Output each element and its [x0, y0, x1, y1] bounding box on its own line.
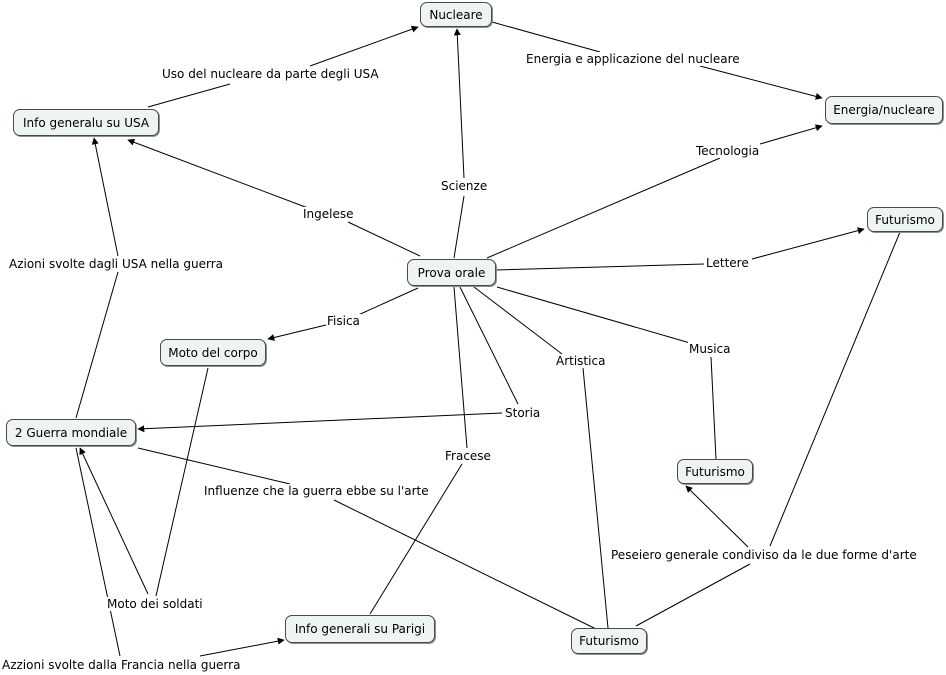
link-guerra-azioni-francia — [75, 447, 121, 657]
node-futurismo-lettere[interactable]: Futurismo — [867, 207, 943, 232]
link-ingelese-usa — [127, 138, 309, 209]
label-storia: Storia — [504, 406, 542, 420]
label-fracese: Fracese — [444, 449, 492, 463]
link-usa-uso — [147, 83, 231, 108]
link-influenze-futurismo — [333, 499, 597, 630]
link-fisica-moto — [267, 324, 327, 341]
label-fisica: Fisica — [326, 314, 361, 328]
link-futurismo-pensiero — [769, 231, 901, 547]
label-influenze: Influenze che la guerra ebbe su l'arte — [203, 484, 430, 498]
link-moto-soldati — [155, 367, 209, 597]
label-musica: Musica — [688, 342, 732, 356]
link-storia-guerra — [137, 412, 503, 433]
node-prova-orale[interactable]: Prova orale — [407, 259, 496, 286]
label-energia-applicazione: Energia e applicazione del nucleare — [525, 52, 741, 66]
link-prova-lettere — [495, 263, 705, 271]
node-moto-corpo[interactable]: Moto del corpo — [160, 339, 266, 366]
link-azioni-usa-info — [91, 137, 119, 257]
link-artistica-futurismo — [582, 367, 609, 629]
link-scienze-nucleare — [453, 28, 465, 179]
label-azioni-usa: Azioni svolte dagli USA nella guerra — [8, 257, 225, 271]
link-prova-fracese — [453, 286, 468, 449]
node-guerra[interactable]: 2 Guerra mondiale — [6, 419, 136, 446]
link-prova-artistica — [473, 286, 563, 355]
link-musica-futurismo — [710, 356, 717, 460]
label-uso-nucleare: Uso del nucleare da parte degli USA — [161, 67, 380, 81]
node-energia-nucleare[interactable]: Energia/nucleare — [825, 96, 943, 124]
link-fracese-parigi — [369, 463, 463, 615]
link-azioni-francia-parigi — [199, 637, 285, 657]
label-pensiero: Peseiero generale condiviso da le due fo… — [610, 548, 918, 562]
link-prova-fisica — [355, 287, 419, 317]
link-prova-ingelese — [347, 221, 421, 257]
label-scienze: Scienze — [440, 179, 489, 193]
link-energia-en-nucleare — [699, 65, 823, 100]
label-lettere: Lettere — [705, 256, 750, 270]
label-artistica: Artistica — [555, 354, 607, 368]
label-azioni-francia: Azzioni svolte dalla Francia nella guerr… — [1, 658, 242, 672]
link-uso-nucleare — [309, 25, 419, 67]
node-futurismo-musica[interactable]: Futurismo — [677, 459, 753, 484]
link-lettere-futurismo — [751, 227, 865, 260]
link-prova-musica — [496, 286, 691, 344]
label-moto-soldati: Moto dei soldati — [106, 597, 204, 611]
label-ingelese: Ingelese — [302, 207, 355, 221]
link-arte-pensiero — [635, 563, 751, 627]
link-guerra-azioni-usa — [75, 271, 119, 419]
link-pensiero-futurismo-musica — [685, 485, 749, 548]
link-guerra-influenze — [137, 447, 291, 485]
link-prova-storia — [459, 286, 519, 405]
link-tecnologia-en-nucleare — [759, 124, 823, 145]
link-prova-tecnologia — [486, 157, 721, 259]
label-tecnologia: Tecnologia — [695, 144, 761, 158]
node-info-usa[interactable]: Info generalu su USA — [13, 109, 159, 136]
link-prova-scienze — [453, 195, 465, 259]
node-futurismo-arte[interactable]: Futurismo — [571, 628, 647, 654]
link-soldati-guerra — [79, 447, 149, 595]
node-nucleare[interactable]: Nucleare — [420, 2, 492, 27]
link-nucleare-energia — [491, 21, 601, 53]
node-info-parigi[interactable]: Info generali su Parigi — [285, 615, 435, 643]
